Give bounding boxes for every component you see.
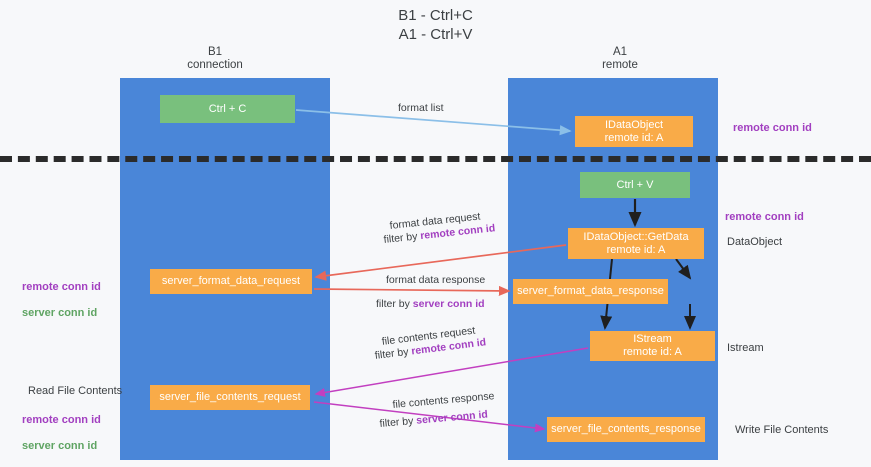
arrow-format-data-response: [313, 285, 511, 296]
label-server-conn-id-left: server conn id: [22, 307, 98, 319]
label-write-file-contents: Write File Contents: [735, 424, 829, 436]
label-left-conn-ids-bottom: remote conn id server conn id: [22, 401, 101, 453]
filter-prefix: filter by: [379, 414, 417, 430]
filter-prefix: filter by: [383, 230, 421, 246]
box-idataobject[interactable]: IDataObject remote id: A: [575, 116, 693, 147]
column-header-b1: B1 connection: [187, 46, 243, 71]
filter-prefix: filter by: [374, 345, 413, 362]
page-title: B1 - Ctrl+C A1 - Ctrl+V: [398, 7, 473, 43]
filter-prefix: filter by: [376, 298, 413, 310]
box-istream[interactable]: IStream remote id: A: [590, 331, 715, 361]
box-ctrl-c[interactable]: Ctrl + C: [160, 95, 295, 123]
filter-key-server-conn-id: server conn id: [412, 298, 485, 310]
column-header-a1: A1 remote: [602, 46, 638, 71]
filter-key-server-conn-id: server conn id: [415, 408, 489, 427]
label-remote-conn-id-mid: remote conn id: [725, 211, 804, 223]
box-ctrl-v[interactable]: Ctrl + V: [580, 172, 690, 198]
box-server-file-contents-response[interactable]: server_file_contents_response: [547, 417, 705, 442]
box-idataobject-getdata[interactable]: IDataObject::GetData remote id: A: [568, 228, 704, 259]
section-divider: [0, 156, 871, 162]
box-server-format-data-request[interactable]: server_format_data_request: [150, 269, 312, 294]
box-server-file-contents-request[interactable]: server_file_contents_request: [150, 385, 310, 410]
label-server-conn-id-left-bottom: server conn id: [22, 440, 98, 452]
arrow-label-format-data-response: format data response: [386, 274, 486, 286]
label-remote-conn-id-left-bottom: remote conn id: [22, 414, 101, 426]
label-read-file-contents: Read File Contents: [28, 385, 123, 397]
arrow-label-format-data-response-filter: filter by server conn id: [376, 297, 485, 311]
arrow-label-format-list: format list: [398, 102, 444, 114]
label-left-conn-ids: remote conn id server conn id: [22, 268, 101, 320]
label-remote-conn-id-top: remote conn id: [733, 122, 812, 134]
label-dataobject: DataObject: [727, 236, 783, 248]
label-istream: Istream: [727, 342, 764, 354]
label-remote-conn-id-left: remote conn id: [22, 281, 101, 293]
box-server-format-data-response[interactable]: server_format_data_response: [513, 279, 668, 304]
